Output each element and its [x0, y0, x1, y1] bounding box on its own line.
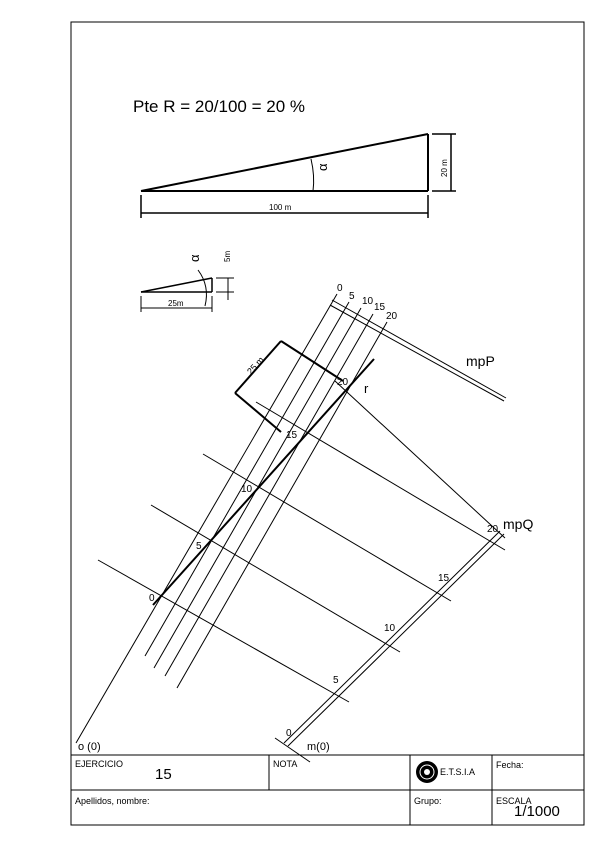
small-alpha-label: α [187, 254, 202, 262]
slope-formula: Pte R = 20/100 = 20 % [133, 97, 305, 116]
sheet-border [70, 21, 585, 826]
q-tick-10: 10 [384, 623, 396, 634]
school-name: E.T.S.I.A [440, 767, 476, 777]
big-height-label: 20 m [440, 159, 449, 177]
scale-value: 1/1000 [514, 803, 560, 820]
q-tick-20: 20 [487, 524, 499, 535]
p-tick-0: 0 [337, 283, 343, 294]
big-base-label: 100 m [269, 203, 292, 212]
title-block [71, 754, 584, 825]
small-slope-triangle [140, 269, 234, 312]
group-label: Grupo: [414, 796, 442, 806]
big-alpha-label: α [315, 163, 330, 171]
p-tick-15: 15 [374, 302, 386, 313]
q-tick-5: 5 [333, 675, 339, 686]
r-label: r [364, 381, 369, 396]
dim-25m-label: 25 m [245, 355, 266, 377]
scale-label: ESCALA [496, 796, 532, 806]
big-slope-triangle [140, 133, 456, 218]
mpP-label: mpP [466, 353, 495, 369]
mpQ-label: mpQ [503, 516, 533, 532]
r-point-10: 10 [241, 484, 253, 495]
r-point-0: 0 [149, 593, 155, 604]
small-base-label: 25m [168, 299, 184, 308]
name-label: Apellidos, nombre: [75, 796, 150, 806]
p-tick-20: 20 [386, 311, 398, 322]
m-axis-label: m(0) [307, 741, 330, 753]
small-height-label: 5m [223, 251, 232, 262]
exercise-label: EJERCICIO [75, 759, 124, 769]
construction-lines [75, 293, 507, 763]
q-tick-0: 0 [286, 728, 292, 739]
nota-label: NOTA [273, 759, 298, 769]
r-point-5: 5 [196, 541, 202, 552]
exercise-value: 15 [155, 766, 172, 783]
school-emblem-icon [416, 761, 438, 783]
p-tick-10: 10 [362, 296, 374, 307]
date-label: Fecha: [496, 760, 524, 770]
o-axis-label: o (0) [78, 741, 101, 753]
r-point-20: 20 [337, 377, 349, 388]
p-tick-5: 5 [349, 291, 355, 302]
q-tick-15: 15 [438, 573, 450, 584]
r-point-15: 15 [286, 430, 298, 441]
